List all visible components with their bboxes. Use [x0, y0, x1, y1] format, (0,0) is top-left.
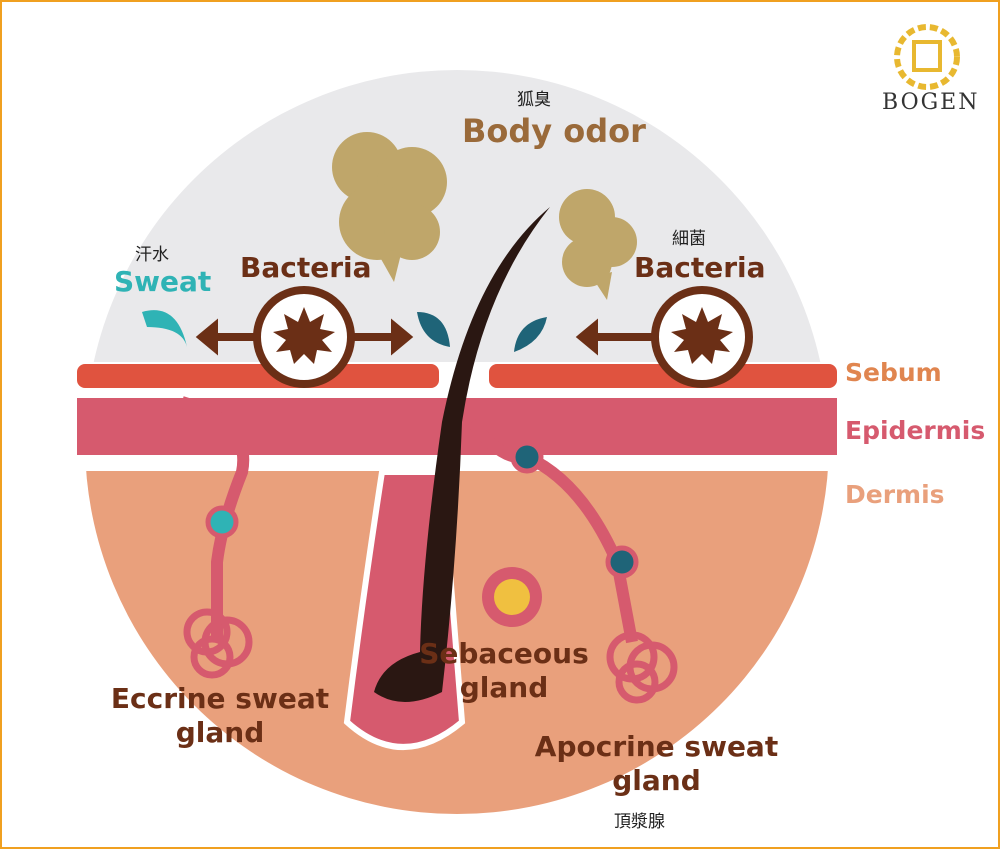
- apocrine-dot-2: [605, 545, 639, 579]
- odor-cloud-left: [332, 132, 447, 282]
- sweat-drop-icon: [142, 310, 187, 347]
- dermis-label: Dermis: [845, 480, 945, 509]
- apocrine-drop-icon-left: [417, 312, 450, 347]
- bacteria-label-left: Bacteria: [240, 251, 372, 284]
- eccrine-coil: [183, 608, 253, 679]
- sebum-layer-right: [489, 364, 837, 388]
- surface-area: [85, 70, 829, 362]
- apocrine-drop-icon-right: [514, 317, 547, 352]
- bogen-logo: [894, 24, 960, 90]
- epidermis-label: Epidermis: [845, 416, 986, 445]
- sweat-jp-label: 汗水: [135, 245, 169, 265]
- apocrine-coil: [606, 631, 678, 704]
- bacteria-label-right: Bacteria: [634, 251, 766, 284]
- apocrine-dot-1: [510, 440, 544, 474]
- sebaceous-label: Sebaceous gland: [419, 637, 589, 704]
- bacteria-jp-label: 細菌: [672, 229, 706, 249]
- sebum-layer-left: [77, 364, 439, 388]
- logo-text: BOGEN: [882, 90, 980, 115]
- eccrine-sweat-dot: [205, 505, 239, 539]
- bacteria-icon-right: [575, 286, 753, 388]
- eccrine-label: Eccrine sweat gland: [110, 682, 330, 749]
- body-odor-label: Body odor: [462, 112, 646, 150]
- sweat-label: Sweat: [114, 265, 212, 298]
- sebum-blob: [494, 579, 530, 615]
- sebum-label: Sebum: [845, 358, 942, 387]
- bacteria-icon-left: [195, 286, 414, 388]
- body-odor-jp-label: 狐臭: [517, 90, 551, 110]
- apocrine-jp-label: 頂漿腺: [614, 812, 665, 832]
- eccrine-duct: [180, 396, 250, 642]
- apocrine-label: Apocrine sweat gland: [534, 730, 779, 797]
- odor-cloud-right: [559, 189, 637, 300]
